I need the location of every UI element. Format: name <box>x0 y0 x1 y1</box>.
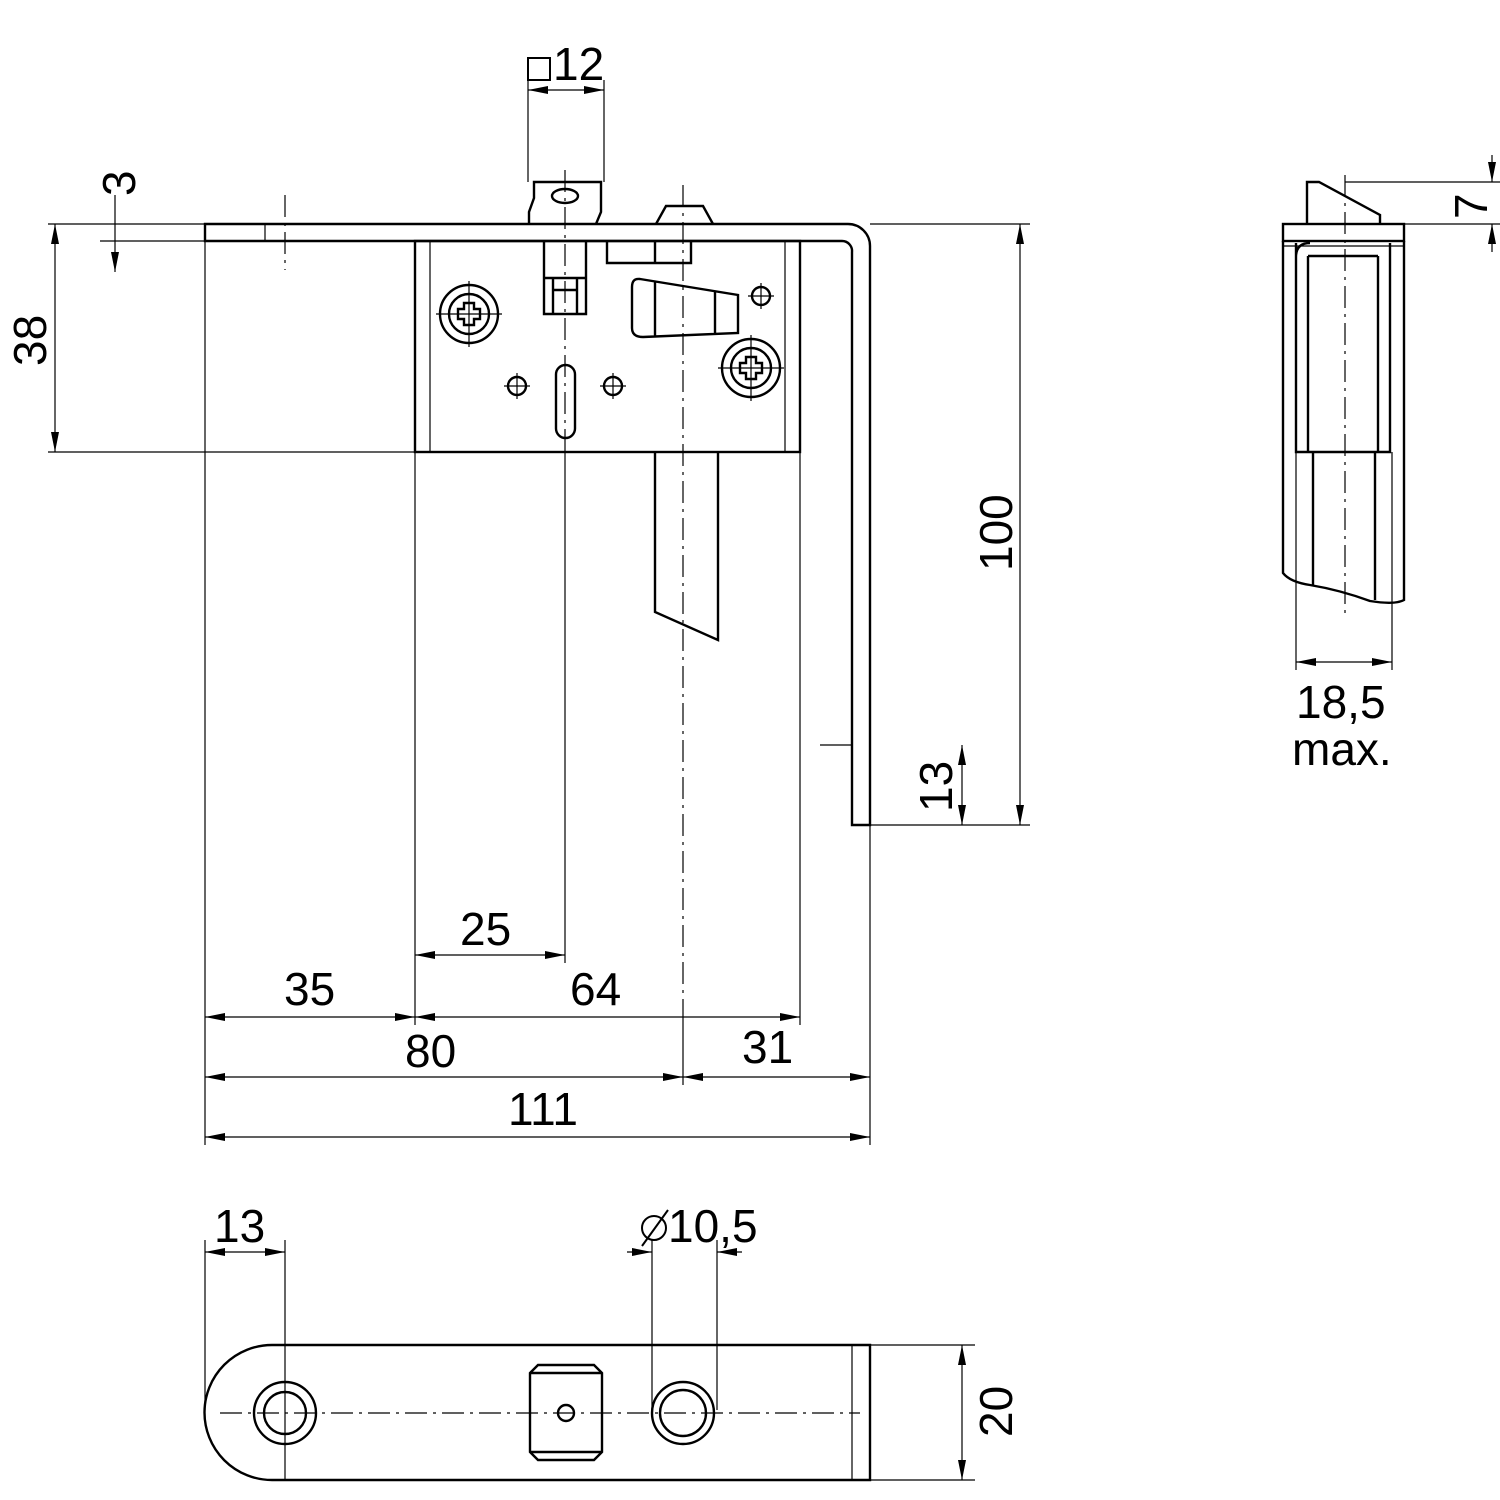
latch-bolt <box>654 204 715 225</box>
dimension-20: 20 <box>958 1345 1022 1480</box>
dimension-square-12: 12 <box>527 38 604 94</box>
dim-label: 31 <box>742 1021 793 1073</box>
dim-label: 7 <box>1445 193 1497 219</box>
dimension-13-hole: 13 <box>205 1200 285 1256</box>
horizontal-dimensions: 25 35 64 80 31 111 <box>205 903 870 1141</box>
dim-label: 18,5 <box>1296 676 1386 728</box>
square-symbol-icon <box>527 57 551 81</box>
dim-label: 80 <box>405 1025 456 1077</box>
dim-label: 3 <box>93 170 145 196</box>
dim-label: 35 <box>284 963 335 1015</box>
extension-lines <box>48 80 1030 1145</box>
dim-label: 111 <box>508 1083 578 1135</box>
lock-case <box>413 239 802 454</box>
bolt-profile <box>1305 180 1382 224</box>
dim-label: 100 <box>970 494 1022 571</box>
dimension-diameter: 10,5 <box>627 1200 758 1256</box>
dim-label: 12 <box>553 38 604 90</box>
bottom-view <box>203 1240 975 1482</box>
dim-label: 13 <box>910 761 962 812</box>
diameter-symbol-icon <box>641 1209 669 1247</box>
side-view <box>1281 175 1500 670</box>
lever-tail <box>653 452 720 642</box>
top-plate <box>203 222 872 827</box>
dim-label: 38 <box>4 315 56 366</box>
spindle-housing <box>542 241 588 316</box>
dim-label: 20 <box>970 1386 1022 1437</box>
dimension-3: 3 <box>93 170 145 272</box>
dim-label: 64 <box>570 963 621 1015</box>
dim-label: 13 <box>214 1200 265 1252</box>
front-view <box>203 170 872 1000</box>
dim-label: 25 <box>460 903 511 955</box>
latch-housing <box>605 241 693 265</box>
screw-icon <box>436 281 502 347</box>
dimension-38: 38 <box>4 224 59 452</box>
latch-lever <box>630 277 740 339</box>
dim-note: max. <box>1292 723 1392 775</box>
hole-icon <box>504 283 774 399</box>
dimension-100: 100 <box>970 224 1024 825</box>
dimension-7: 7 <box>1445 155 1497 252</box>
dimension-18-5: 18,5 max. <box>1292 658 1392 775</box>
screw-icon <box>718 335 784 401</box>
dim-label: 10,5 <box>668 1200 758 1252</box>
dimension-13-hook: 13 <box>910 745 966 825</box>
spindle-follower <box>527 180 603 225</box>
